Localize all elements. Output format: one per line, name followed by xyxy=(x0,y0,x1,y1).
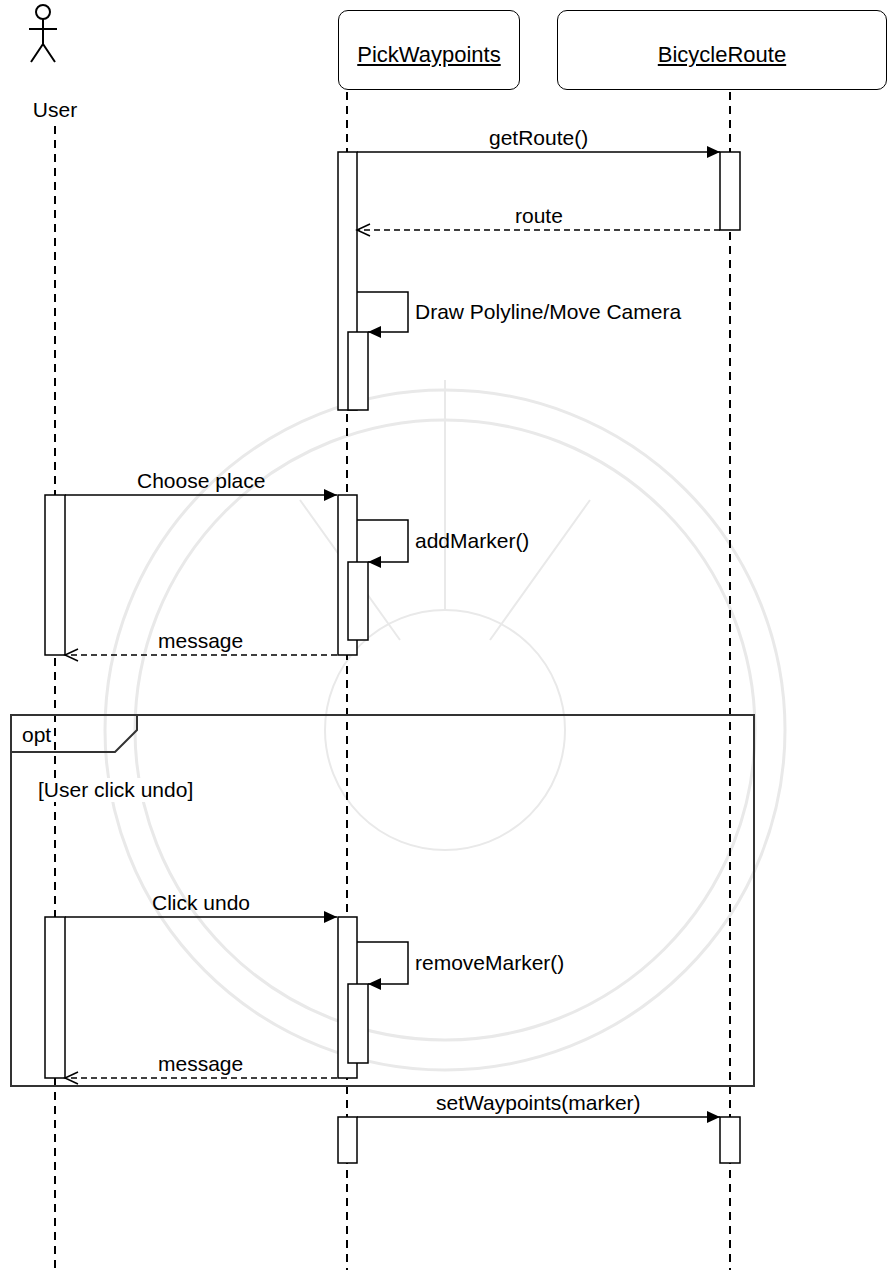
guard-condition: [User click undo] xyxy=(38,778,193,802)
fragment-tab-outline xyxy=(12,716,137,752)
arrow-head xyxy=(368,978,381,990)
message-label: setWaypoints(marker) xyxy=(436,1091,641,1115)
message-label: message xyxy=(158,1052,243,1076)
message-label: message xyxy=(158,629,243,653)
lifeline xyxy=(55,92,730,1270)
lifeline-name: PickWaypoints xyxy=(357,42,500,68)
return-message xyxy=(65,654,337,656)
arrow-head xyxy=(707,1111,720,1123)
message-label: getRoute() xyxy=(489,126,588,150)
message-label: addMarker() xyxy=(415,529,529,553)
message-line xyxy=(357,292,408,332)
actor: User xyxy=(15,2,95,126)
activation-bar xyxy=(45,152,740,1163)
message-label: Click undo xyxy=(152,891,250,915)
message-line xyxy=(65,494,337,496)
combined-fragment: opt [User click undo] xyxy=(10,714,755,1087)
arrow-head xyxy=(368,326,381,338)
return-message xyxy=(357,229,720,231)
actor-name: User xyxy=(15,98,95,122)
arrow-head xyxy=(368,556,381,568)
message xyxy=(357,520,408,568)
watermark-seal xyxy=(105,380,785,1070)
arrow-head-open xyxy=(65,1072,78,1084)
lifeline-head-box: BicycleRoute xyxy=(557,10,887,90)
message-line xyxy=(357,151,720,153)
actor-figure xyxy=(15,2,95,72)
message-line xyxy=(357,1116,720,1118)
arrow-head-open xyxy=(357,224,370,236)
message-label: removeMarker() xyxy=(415,951,564,975)
message-label: Draw Polyline/Move Camera xyxy=(415,300,681,324)
lifeline-name: BicycleRoute xyxy=(658,42,786,68)
message-line xyxy=(357,520,408,562)
message-line xyxy=(357,942,408,984)
message xyxy=(357,942,408,990)
message-line xyxy=(65,916,337,918)
message xyxy=(357,292,408,338)
arrow-head-open xyxy=(65,649,78,661)
arrow-head xyxy=(324,489,337,501)
return-message xyxy=(65,1077,337,1079)
actor-body xyxy=(29,19,57,62)
fragment-operator: opt xyxy=(22,723,51,747)
message-label: route xyxy=(515,204,563,228)
message-label: Choose place xyxy=(137,469,265,493)
arrow-head xyxy=(707,146,720,158)
arrow-head xyxy=(324,911,337,923)
actor-head xyxy=(36,5,50,19)
lifeline-head-box: PickWaypoints xyxy=(338,10,520,90)
